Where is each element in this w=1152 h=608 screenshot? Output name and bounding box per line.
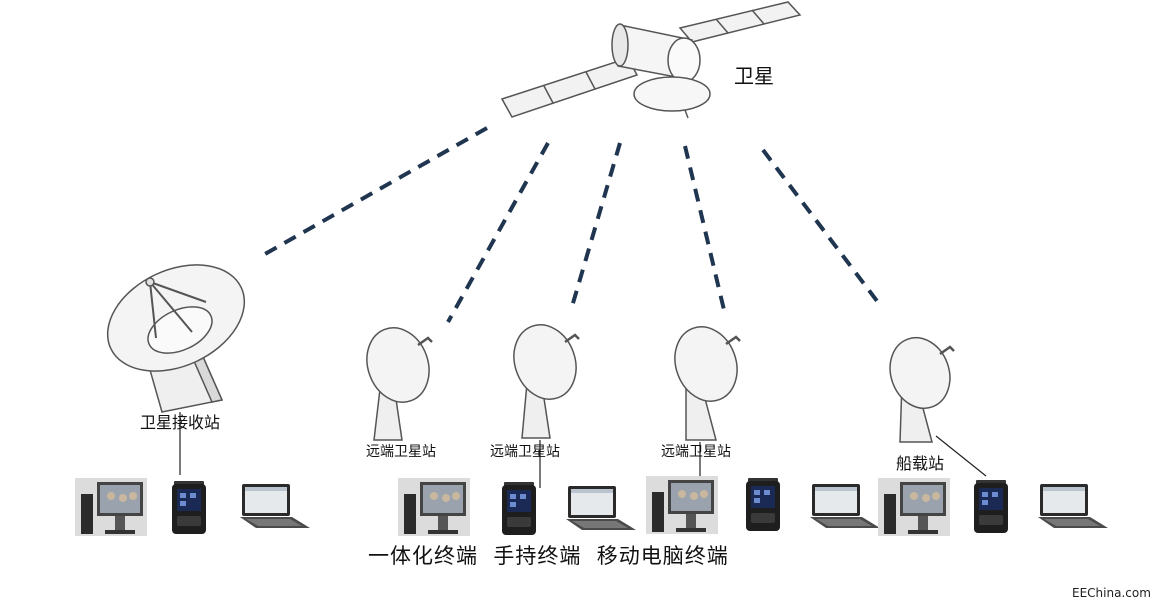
receiving-station-label: 卫星接收站	[140, 413, 221, 432]
link-remote-station-1	[446, 142, 550, 323]
terminal-group-remote-3	[646, 476, 880, 534]
handheld-terminal-icon	[502, 482, 536, 535]
watermark: EEChina.com	[1072, 586, 1151, 600]
remote-station-1-label: 远端卫星站	[366, 444, 436, 460]
laptop-terminal-icon	[810, 484, 880, 528]
remote-station-3-dish-icon	[674, 326, 741, 478]
link-ship-station	[761, 148, 882, 307]
ship-station-dish-icon	[889, 336, 987, 477]
link-receiving-station	[257, 126, 488, 260]
receiving-station-dish-icon	[106, 264, 246, 475]
all-in-one-terminal-icon	[878, 478, 950, 536]
ship-station-label: 船载站	[896, 454, 945, 473]
remote-station-2-dish-icon	[513, 324, 580, 488]
link-remote-station-3	[683, 145, 726, 311]
link-remote-station-2	[569, 142, 622, 311]
terminal-group-ship	[878, 478, 1108, 536]
all-in-one-terminal-icon	[646, 476, 718, 534]
remote-station-2-label: 远端卫星站	[490, 444, 560, 460]
remote-station-3-label: 远端卫星站	[661, 444, 731, 460]
terminal-group-remote-1	[398, 478, 636, 536]
satellite-label: 卫星	[734, 64, 774, 88]
satellite-links	[257, 126, 882, 323]
all-in-one-terminal-icon	[75, 478, 147, 536]
laptop-terminal-icon	[566, 486, 636, 530]
handheld-terminal-icon	[746, 478, 780, 531]
handheld-terminal-icon	[974, 480, 1008, 533]
laptop-terminal-icon	[240, 484, 310, 528]
terminal-group-receiving	[75, 478, 310, 536]
handheld-terminal-icon	[172, 481, 206, 534]
all-in-one-terminal-icon	[398, 478, 470, 536]
laptop-terminal-icon	[1038, 484, 1108, 528]
satellite-icon	[500, 1, 802, 119]
terminals-caption: 一体化终端 手持终端 移动电脑终端	[368, 544, 729, 568]
remote-station-1-dish-icon	[366, 327, 433, 441]
